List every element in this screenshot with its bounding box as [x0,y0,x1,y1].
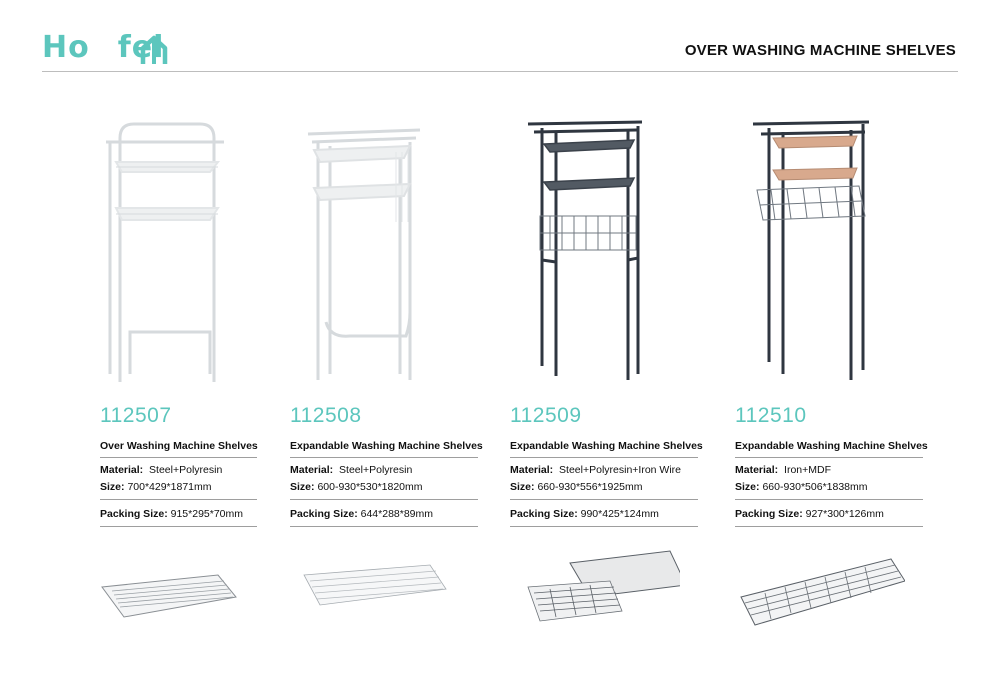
product-photo-black-shelf-wood [752,120,870,380]
header-divider [42,71,958,72]
product-photo-black-shelf-basket [527,120,643,380]
material-row: Material: Steel+Polyresin+Iron Wire [510,464,681,476]
packing-label: Packing Size: [290,508,358,520]
product-photo-expandable-white-shelf [307,128,421,380]
packing-row: Packing Size: 990*425*124mm [510,508,659,520]
size-label: Size: [510,481,535,493]
divider [290,499,478,500]
size-value: 660-930*556*1925mm [537,481,643,493]
brand-logo: Ho fel [42,26,167,66]
divider [100,499,257,500]
material-row: Material: Steel+Polyresin [100,464,222,476]
divider [100,457,257,458]
packing-value: 990*425*124mm [580,508,659,520]
divider [510,526,698,527]
size-label: Size: [735,481,760,493]
size-row: Size: 660-930*506*1838mm [735,481,868,493]
packing-label: Packing Size: [735,508,803,520]
product-code: 112507 [100,404,172,427]
packing-photo [101,574,237,618]
divider [290,457,478,458]
packing-value: 927*300*126mm [805,508,884,520]
material-row: Material: Iron+MDF [735,464,831,476]
product-photo-white-shelf [106,122,224,382]
packing-label: Packing Size: [510,508,578,520]
material-value: Steel+Polyresin [149,464,223,476]
material-value: Iron+MDF [784,464,831,476]
material-label: Material: [100,464,144,476]
packing-value: 644*288*89mm [360,508,434,520]
material-label: Material: [510,464,554,476]
divider [735,499,923,500]
product-name: Expandable Washing Machine Shelves [290,440,483,452]
divider [735,526,923,527]
material-value: Steel+Polyresin [339,464,413,476]
packing-row: Packing Size: 915*295*70mm [100,508,243,520]
size-row: Size: 660-930*556*1925mm [510,481,643,493]
product-name: Expandable Washing Machine Shelves [510,440,703,452]
size-row: Size: 700*429*1871mm [100,481,212,493]
product-name: Over Washing Machine Shelves [100,440,258,452]
packing-row: Packing Size: 927*300*126mm [735,508,884,520]
size-label: Size: [100,481,125,493]
packing-photo [303,564,447,606]
size-value: 600-930*530*1820mm [317,481,423,493]
product-code: 112510 [735,404,807,427]
packing-photo [740,558,905,626]
packing-value: 915*295*70mm [170,508,244,520]
product-name: Expandable Washing Machine Shelves [735,440,928,452]
logo-house-icon [90,30,167,66]
size-value: 660-930*506*1838mm [762,481,868,493]
size-row: Size: 600-930*530*1820mm [290,481,423,493]
material-label: Material: [735,464,779,476]
divider [290,526,478,527]
product-code: 112509 [510,404,582,427]
page-title: OVER WASHING MACHINE SHELVES [684,42,956,59]
divider [735,457,923,458]
size-label: Size: [290,481,315,493]
divider [510,457,698,458]
size-value: 700*429*1871mm [127,481,212,493]
material-value: Steel+Polyresin+Iron Wire [559,464,682,476]
material-row: Material: Steel+Polyresin [290,464,412,476]
divider [510,499,698,500]
packing-photo [527,550,680,622]
packing-label: Packing Size: [100,508,168,520]
product-code: 112508 [290,404,362,427]
logo-text-left: Ho [42,30,90,65]
material-label: Material: [290,464,334,476]
packing-row: Packing Size: 644*288*89mm [290,508,433,520]
divider [100,526,257,527]
